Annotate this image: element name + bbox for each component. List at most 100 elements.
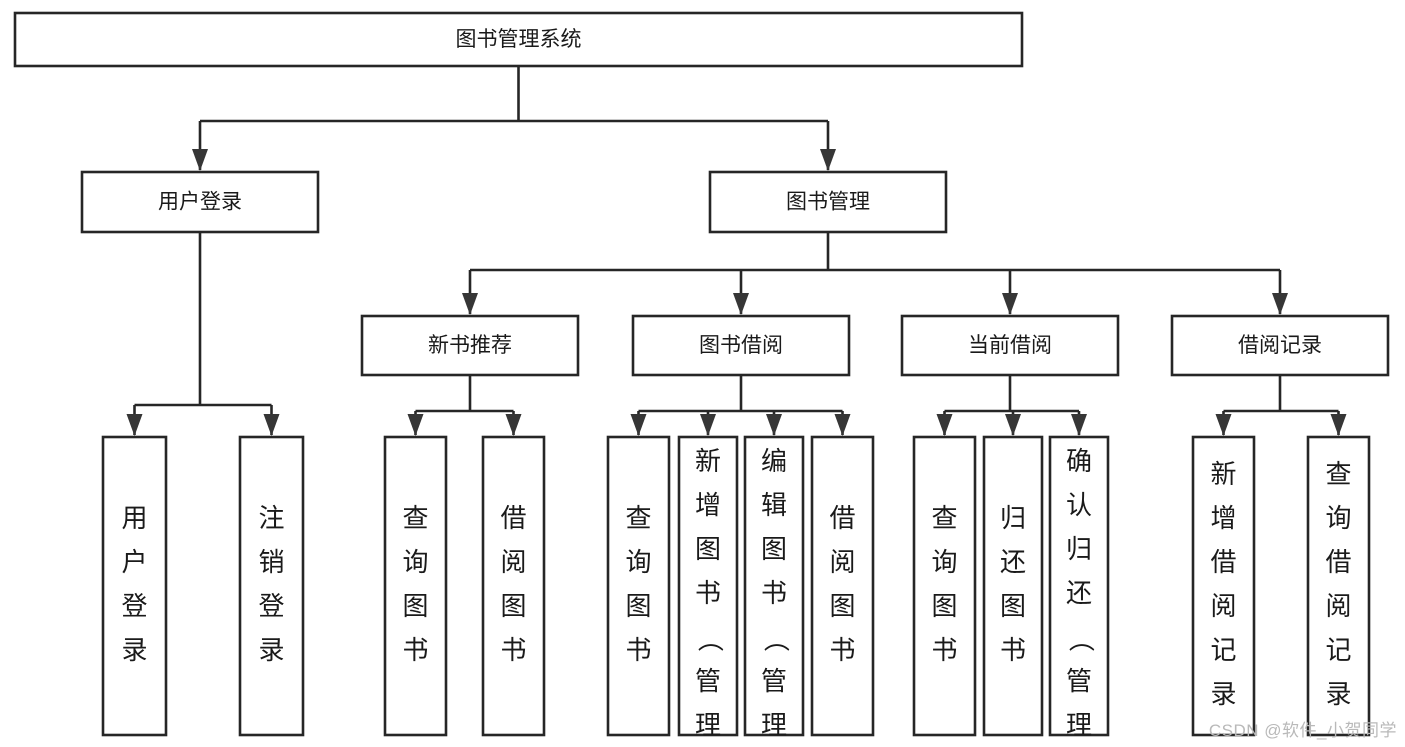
node-label-char: 查: [625, 503, 651, 533]
node-box: [13, 11, 1024, 68]
arrow-leaf: [1330, 414, 1347, 436]
node-label-char: 录: [1325, 679, 1351, 709]
node-box: [743, 435, 805, 737]
arrow-leaf: [936, 414, 953, 436]
node-label: 借阅记录: [1238, 334, 1322, 357]
node-label-char: 书: [500, 635, 526, 665]
node-label-char: 销: [258, 547, 284, 577]
arrow-level2: [1272, 293, 1288, 315]
node-box: [101, 435, 168, 737]
node-label-char: 理: [761, 710, 787, 740]
boxes-layer: 图书管理系统用户登录图书管理新书推荐图书借阅当前借阅借阅记录用户登录注销登录查询…: [13, 11, 1390, 747]
arrow-leaf: [766, 414, 782, 436]
node-label-char: 借: [1325, 547, 1351, 577]
node-box: [900, 314, 1120, 377]
node-label-char: 户: [121, 547, 147, 577]
node-label-char: 登: [258, 591, 284, 621]
node-box: [810, 435, 875, 737]
node-label: 图书管理: [786, 191, 870, 214]
node-box: [1170, 314, 1390, 377]
node-label-char: 记: [1210, 635, 1236, 665]
node-label-char: 录: [121, 635, 147, 665]
node-book-manage[interactable]: 图书管理: [708, 170, 948, 234]
node-label-char: 书: [625, 635, 651, 665]
node-current-borrow[interactable]: 当前借阅: [900, 314, 1120, 377]
connectors-layer: [126, 66, 1347, 436]
node-box: [80, 170, 320, 234]
arrow-leaf: [834, 414, 851, 436]
node-label-char: 用: [121, 503, 147, 533]
arrow-level2: [462, 293, 478, 315]
node-label-char: 书: [761, 578, 787, 608]
node-label-char: 录: [1210, 679, 1236, 709]
node-box: [631, 314, 851, 377]
node-box: [481, 435, 546, 737]
arrow-leaf: [407, 414, 424, 436]
node-root[interactable]: 图书管理系统: [13, 11, 1024, 68]
node-label-char: 询: [625, 547, 651, 577]
node-box: [708, 170, 948, 234]
node-label-char: 管: [761, 666, 787, 696]
arrow-leaf: [126, 414, 143, 436]
node-label-char: 归: [1066, 534, 1092, 564]
node-label-char: 图: [695, 534, 721, 564]
node-label-char: （: [1066, 626, 1096, 652]
node-label-char: 借: [829, 503, 855, 533]
node-label-char: 书: [402, 635, 428, 665]
node-user-login[interactable]: 用户登录: [80, 170, 320, 234]
node-label-char: 查: [1325, 459, 1351, 489]
node-label-char: 还: [1000, 547, 1026, 577]
node-label-char: 登: [121, 591, 147, 621]
arrow-leaf: [1005, 414, 1021, 436]
node-label-char: （: [761, 626, 791, 652]
node-label-char: 阅: [1325, 591, 1351, 621]
node-label-char: 认: [1066, 490, 1092, 520]
node-label-char: （: [695, 626, 725, 652]
node-box: [383, 435, 448, 737]
node-book-borrow[interactable]: 图书借阅: [631, 314, 851, 377]
csdn-watermark: CSDN @软件_小贺同学: [1208, 721, 1397, 740]
node-label-char: 注: [258, 503, 284, 533]
node-label-char: 书: [695, 578, 721, 608]
arrow-leaf: [1071, 414, 1087, 436]
node-leaf-user-login[interactable]: 用户登录: [101, 435, 168, 737]
node-label-char: 理: [695, 710, 721, 740]
arrow-level2: [733, 293, 749, 315]
node-box: [982, 435, 1044, 737]
node-label-char: 询: [402, 547, 428, 577]
node-label-char: 图: [829, 591, 855, 621]
node-label-char: 图: [500, 591, 526, 621]
arrow-leaf: [1215, 414, 1232, 436]
node-label-char: 增: [695, 490, 721, 520]
node-label-char: 图: [931, 591, 957, 621]
node-label-char: 查: [402, 503, 428, 533]
node-new-book-recommend[interactable]: 新书推荐: [360, 314, 580, 377]
node-label-char: 管: [1066, 666, 1092, 696]
node-label-char: 阅: [1210, 591, 1236, 621]
arrow-level2: [1002, 293, 1018, 315]
node-label-char: 阅: [829, 547, 855, 577]
node-label-char: 书: [829, 635, 855, 665]
arrow-leaf: [700, 414, 716, 436]
arrow-level1: [192, 149, 208, 171]
node-label-char: 询: [1325, 503, 1351, 533]
node-borrow-record[interactable]: 借阅记录: [1170, 314, 1390, 377]
